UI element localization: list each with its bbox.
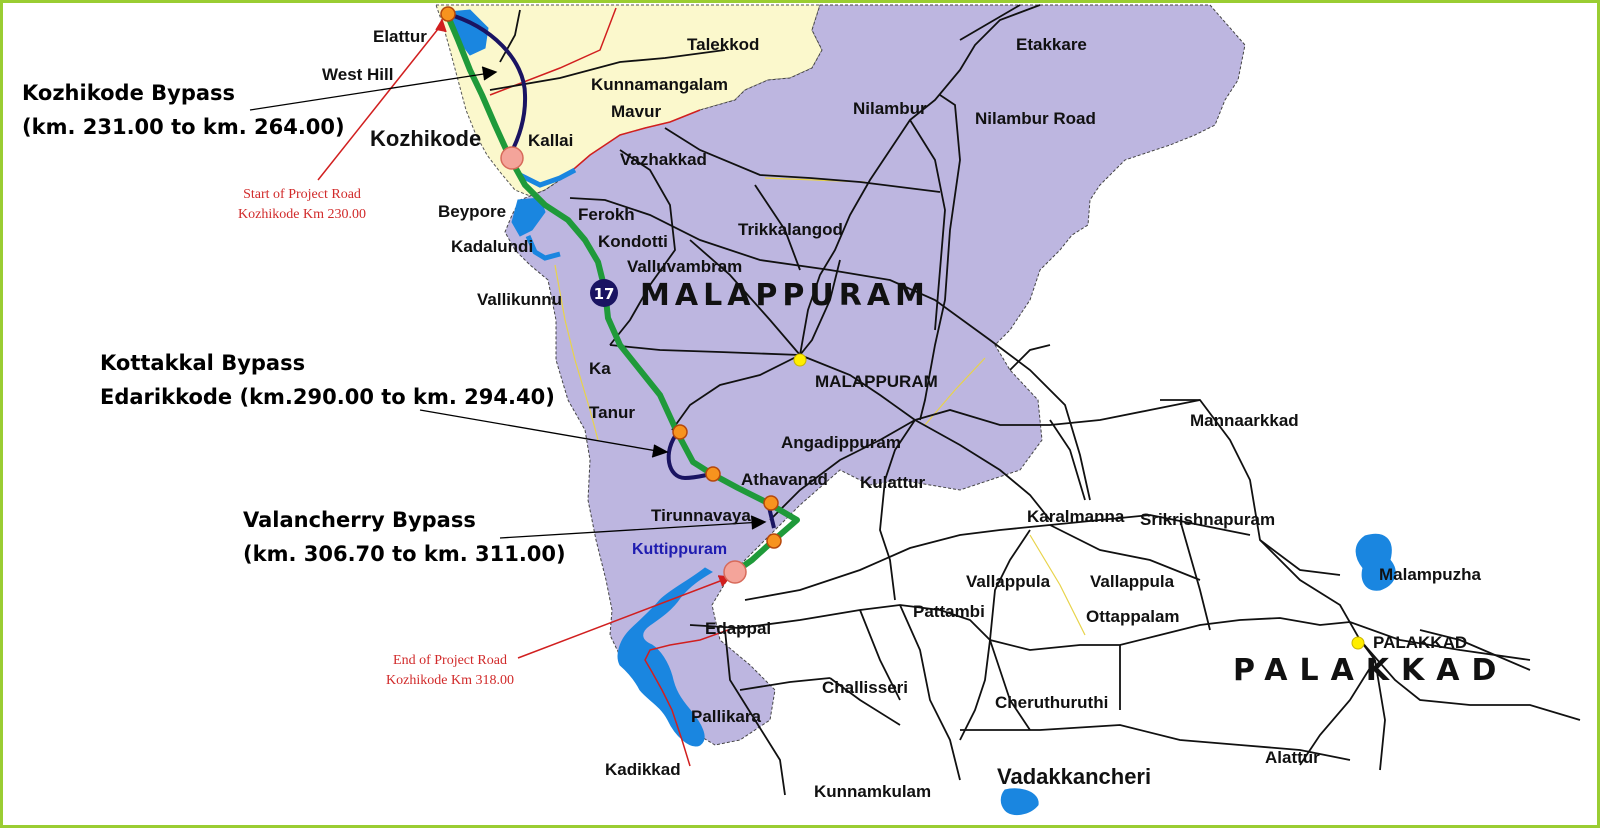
place-etakkare: Etakkare bbox=[1016, 35, 1087, 54]
place-nilambur-road: Nilambur Road bbox=[975, 109, 1096, 128]
place-west-hill: West Hill bbox=[322, 65, 393, 84]
kottakkal-bypass-range: Edarikkode (km.290.00 to km. 294.40) bbox=[100, 385, 555, 409]
place-angadippuram: Angadippuram bbox=[781, 433, 901, 452]
kottakkal-bypass-title: Kottakkal Bypass bbox=[100, 351, 305, 375]
kozhikode-bypass-range: (km. 231.00 to km. 264.00) bbox=[22, 115, 345, 139]
kozhikode-bypass-title: Kozhikode Bypass bbox=[22, 81, 235, 105]
minor-roads bbox=[554, 177, 1086, 636]
place-elattur: Elattur bbox=[373, 27, 427, 46]
place-palakkad-town: PALAKKAD bbox=[1373, 633, 1467, 652]
place-kulattur: Kulattur bbox=[860, 473, 926, 492]
project-road-pointers bbox=[317, 18, 732, 767]
place-malampuzha: Malampuzha bbox=[1379, 565, 1482, 584]
place-kunnamangalam: Kunnamangalam bbox=[591, 75, 728, 94]
kozhikode-bypass-route bbox=[446, 12, 528, 156]
kallai-node-icon bbox=[500, 146, 524, 170]
kadalundi-river bbox=[525, 234, 561, 261]
place-athavanad: Athavanad bbox=[741, 470, 828, 489]
place-alattur: Alattur bbox=[1265, 748, 1320, 767]
end-note-line1: End of Project Road bbox=[393, 653, 507, 668]
place-pattambi: Pattambi bbox=[913, 602, 985, 621]
place-tanur: Tanur bbox=[589, 403, 635, 422]
district-border bbox=[559, 109, 701, 181]
place-vallappula-1: Vallappula bbox=[966, 572, 1051, 591]
start-note-line2: Kozhikode Km 230.00 bbox=[238, 207, 366, 222]
place-srikrishnapuram: Srikrishnapuram bbox=[1140, 510, 1275, 529]
place-vadakkancheri: Vadakkancheri bbox=[997, 764, 1151, 789]
place-edappal: Edappal bbox=[705, 619, 771, 638]
district-name-palakkad: PALAKKAD bbox=[1233, 653, 1508, 688]
kottakkal-bypass-route bbox=[666, 430, 713, 481]
place-tirunnavaya: Tirunnavaya bbox=[651, 506, 751, 525]
place-kadalundi: Kadalundi bbox=[451, 237, 533, 256]
end-note-line2: Kozhikode Km 318.00 bbox=[386, 673, 514, 688]
bypass-callouts: Kozhikode Bypass (km. 231.00 to km. 264.… bbox=[22, 81, 566, 566]
place-kozhikode: Kozhikode bbox=[370, 126, 481, 151]
place-malappuram-town: MALAPPURAM bbox=[815, 372, 938, 391]
place-kallai: Kallai bbox=[528, 131, 573, 150]
place-ottappalam: Ottappalam bbox=[1086, 607, 1180, 626]
place-vallikunnu: Vallikunnu bbox=[477, 290, 562, 309]
place-kuttippuram: Kuttippuram bbox=[632, 541, 727, 558]
vadakkancheri-lake bbox=[1000, 788, 1039, 816]
place-labels: Elattur West Hill Talekkod Kunnamangalam… bbox=[322, 27, 1482, 801]
malampuzha-reservoir bbox=[1355, 533, 1396, 591]
place-ferokh: Ferokh bbox=[578, 205, 635, 224]
place-kadikkad: Kadikkad bbox=[605, 760, 681, 779]
palakkad-hq-icon bbox=[1351, 636, 1365, 650]
start-note-line1: Start of Project Road bbox=[243, 187, 361, 202]
place-kunnamkulam: Kunnamkulam bbox=[814, 782, 931, 801]
place-talekkod: Talekkod bbox=[687, 35, 759, 54]
circle-shield-icon bbox=[590, 279, 618, 307]
bharathapuzha-river bbox=[617, 567, 713, 747]
callout-arrows bbox=[249, 66, 767, 539]
malappuram-hq-icon bbox=[793, 353, 807, 367]
malappuram-district-area bbox=[504, 4, 1246, 746]
place-beypore: Beypore bbox=[438, 202, 506, 221]
start-node-icon bbox=[440, 6, 456, 22]
place-karalmanna: Karalmanna bbox=[1027, 507, 1125, 526]
place-trikkalangod: Trikkalangod bbox=[738, 220, 843, 239]
place-cheruthuruthi: Cheruthuruthi bbox=[995, 693, 1108, 712]
place-valluvambram: Valluvambram bbox=[627, 257, 742, 276]
place-pallikara: Pallikara bbox=[691, 707, 761, 726]
valancherry-south-node-icon bbox=[766, 533, 782, 549]
place-challisseri: Challisseri bbox=[822, 678, 908, 697]
kallai-river bbox=[518, 167, 577, 188]
project-road-notes: Start of Project Road Kozhikode Km 230.0… bbox=[238, 187, 514, 688]
place-mavur: Mavur bbox=[611, 102, 661, 121]
valancherry-bypass-range: (km. 306.70 to km. 311.00) bbox=[243, 542, 566, 566]
valancherry-north-node-icon bbox=[763, 495, 779, 511]
highway-number: 17 bbox=[594, 285, 615, 303]
district-name-malappuram: MALAPPURAM bbox=[640, 278, 930, 313]
junction-nodes bbox=[440, 6, 1365, 650]
kottakkal-node-icon bbox=[672, 424, 688, 440]
place-ka: Ka bbox=[589, 359, 611, 378]
place-mannaarkkad: Mannaarkkad bbox=[1190, 411, 1299, 430]
road-network bbox=[489, 4, 1581, 796]
end-node-icon bbox=[723, 560, 747, 584]
highway-shield: 17 bbox=[590, 279, 618, 307]
place-nilambur: Nilambur bbox=[853, 99, 927, 118]
valancherry-bypass-title: Valancherry Bypass bbox=[243, 508, 476, 532]
place-vallappula-2: Vallappula bbox=[1090, 572, 1175, 591]
place-vazhakkad: Vazhakkad bbox=[620, 150, 707, 169]
athavanad-node-icon bbox=[705, 466, 721, 482]
water-bodies bbox=[447, 9, 1396, 816]
place-kondotti: Kondotti bbox=[598, 232, 668, 251]
